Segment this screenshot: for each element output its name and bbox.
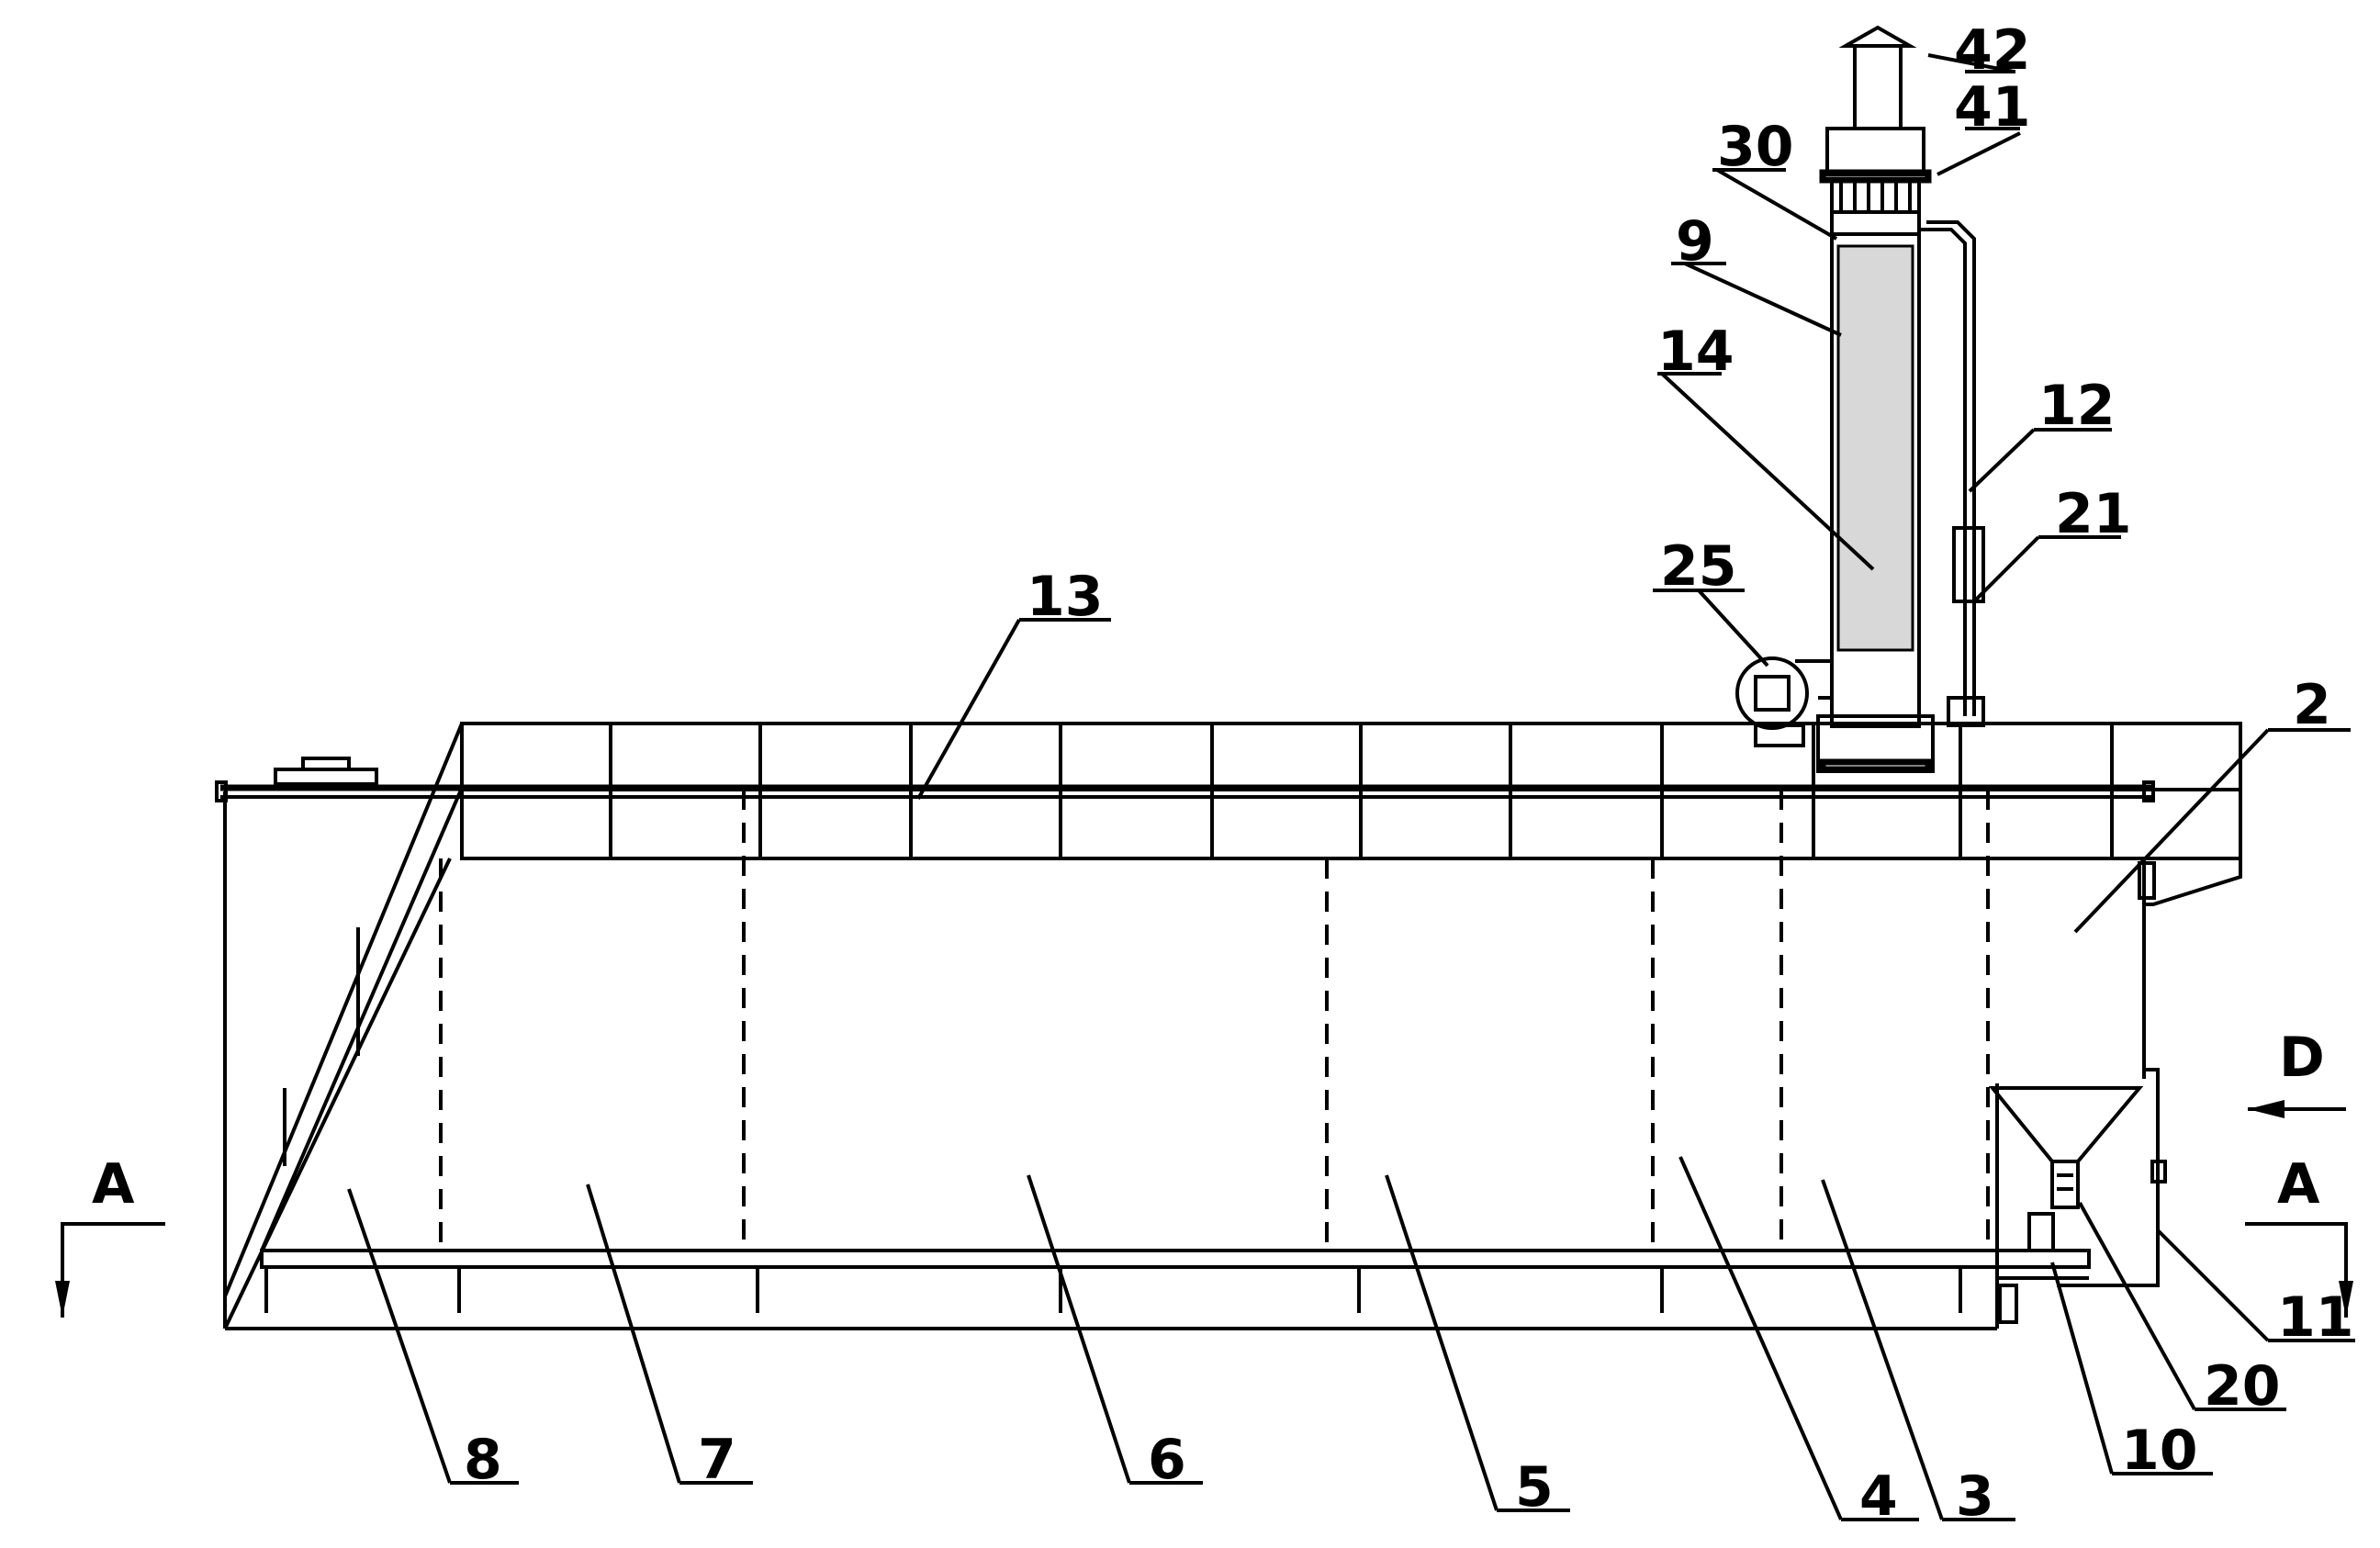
label-42: 42 bbox=[1954, 18, 2031, 83]
label-25: 25 bbox=[1660, 534, 1737, 599]
label-2: 2 bbox=[2293, 673, 2331, 737]
circulation-pipe bbox=[1919, 220, 1985, 727]
scrubber-tower bbox=[1816, 25, 1935, 773]
label-13: 13 bbox=[1027, 565, 1104, 629]
label-30: 30 bbox=[1717, 115, 1794, 179]
top-rail-pipe bbox=[215, 757, 2155, 802]
ramp-stairs bbox=[223, 723, 464, 1329]
label-21: 21 bbox=[2055, 482, 2132, 546]
compartment-dividers bbox=[439, 790, 1990, 1251]
label-20: 20 bbox=[2204, 1354, 2281, 1419]
label-14: 14 bbox=[1657, 320, 1734, 384]
label-5: 5 bbox=[1515, 1455, 1554, 1520]
leader-lines bbox=[347, 53, 2355, 1521]
label-3: 3 bbox=[1956, 1464, 1994, 1529]
label-10: 10 bbox=[2121, 1419, 2198, 1483]
label-9: 9 bbox=[1676, 209, 1714, 274]
dosing-hopper bbox=[1988, 1068, 2167, 1324]
label-D: D bbox=[2279, 1026, 2325, 1090]
tank-body bbox=[223, 722, 2242, 1330]
part-labels: 42 41 30 9 14 12 21 25 13 2 D A A 8 7 6 … bbox=[92, 18, 2354, 1529]
fan bbox=[1735, 656, 1834, 747]
label-A-right: A bbox=[2277, 1152, 2320, 1217]
label-11: 11 bbox=[2277, 1285, 2354, 1350]
label-12: 12 bbox=[2038, 374, 2116, 438]
section-arrows bbox=[55, 1100, 2353, 1318]
label-41: 41 bbox=[1954, 75, 2031, 140]
label-6: 6 bbox=[1148, 1428, 1186, 1492]
label-7: 7 bbox=[698, 1428, 736, 1492]
label-8: 8 bbox=[464, 1428, 502, 1492]
label-4: 4 bbox=[1859, 1464, 1898, 1529]
label-A-left: A bbox=[92, 1152, 135, 1217]
